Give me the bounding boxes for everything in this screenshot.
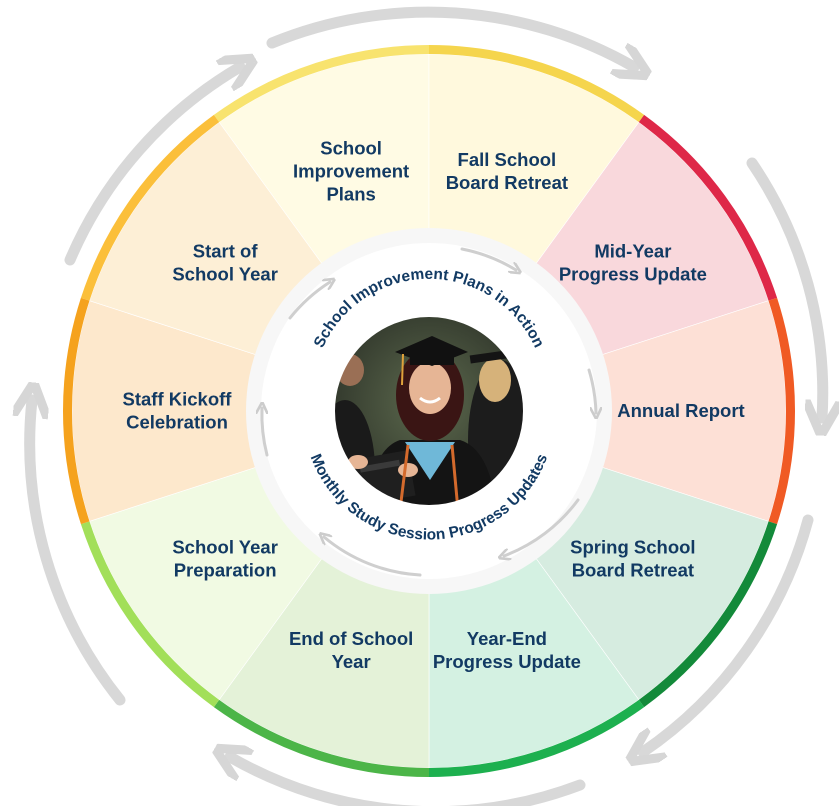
outer-arrow-bottom-icon <box>230 757 586 806</box>
rim-end-of-school-year <box>213 699 430 777</box>
outer-arrow-top-left-icon <box>64 67 240 266</box>
rim-spring-school-board-retreat <box>638 521 778 708</box>
rim-annual-report <box>768 297 795 525</box>
inner-arrow-bottom-right-icon <box>504 498 580 556</box>
inner-cycle-arrows <box>262 247 596 577</box>
photo-frame <box>333 315 525 507</box>
inner-arrow-bottom-icon <box>324 537 422 577</box>
wheel-rim <box>63 45 795 777</box>
rim-year-end-progress-update <box>428 699 645 777</box>
outer-cycle-arrows <box>30 6 823 806</box>
outer-arrow-right-icon <box>746 157 823 418</box>
outer-arrow-bottom-right-icon <box>643 514 814 752</box>
inner-arrow-right-icon <box>587 368 596 413</box>
inner-arrow-left-icon <box>262 408 269 457</box>
rim-mid-year-progress-update <box>638 114 778 301</box>
inner-arrow-top-left-icon <box>288 282 330 320</box>
segment-label-annual-report: Annual Report <box>617 400 744 421</box>
outer-arrow-left-icon <box>30 400 126 706</box>
rim-fall-school-board-retreat <box>428 45 645 123</box>
rim-staff-kickoff-celebration <box>63 297 90 525</box>
rim-start-of-school-year <box>80 114 220 301</box>
outer-arrow-top-icon <box>266 6 634 67</box>
inner-arrow-top-right-icon <box>460 247 516 270</box>
rim-school-improvement-plans <box>213 45 430 123</box>
rim-school-year-preparation <box>80 521 220 708</box>
